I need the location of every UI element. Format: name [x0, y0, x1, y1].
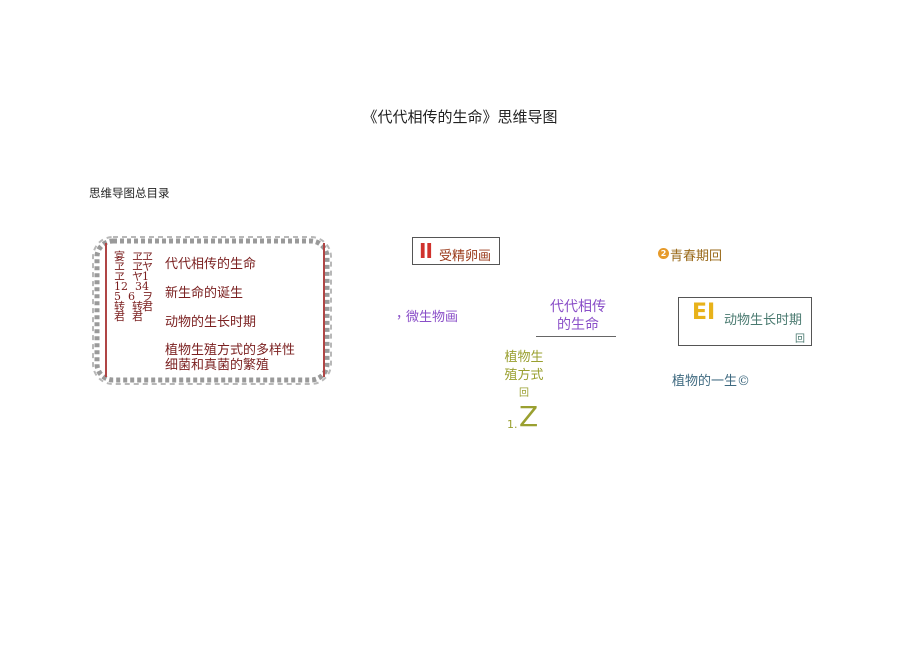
- egg-node-label[interactable]: 受精卵画: [439, 249, 492, 264]
- item-number-label: 1.: [507, 418, 518, 431]
- toc-garbled-numbering-left: 宴 ヱ ヱ ヱ ヱ ヤ 12 3 5 6 转 转 君 君: [114, 250, 143, 323]
- puberty-number-badge: 2: [658, 248, 669, 259]
- puberty-node-label[interactable]: 青春期回: [670, 249, 723, 264]
- center-topic-underline: [536, 336, 616, 337]
- plant-reproduction-line1[interactable]: 植物生: [504, 350, 544, 365]
- toc-garbled-numbering-right: ヱ ヤ 1 4 ヲ 君: [142, 250, 153, 313]
- animal-node-marker: EI: [692, 300, 716, 325]
- plant-reproduction-line3: 回: [519, 388, 529, 399]
- animal-node-label[interactable]: 动物生长时期: [724, 313, 803, 328]
- toc-item-2[interactable]: 新生命的诞生: [165, 286, 244, 301]
- egg-node-box[interactable]: [412, 237, 500, 265]
- toc-item-1[interactable]: 代代相传的生命: [165, 257, 257, 272]
- toc-inner-frame: [105, 243, 325, 377]
- animal-node-box[interactable]: [678, 297, 812, 346]
- toc-scalloped-frame: [92, 236, 332, 385]
- center-topic-line2[interactable]: 的生命: [557, 317, 599, 333]
- animal-node-suffix: 回: [795, 334, 805, 345]
- large-letter-marker: Z: [519, 400, 539, 433]
- microbe-node-prefix: ，: [396, 307, 410, 322]
- toc-item-3[interactable]: 动物的生长时期: [165, 315, 257, 330]
- plant-life-node-label[interactable]: 植物的一生©: [672, 374, 751, 389]
- document-title: 《代代相传的生命》思维导图: [362, 108, 558, 126]
- toc-heading: 思维导图总目录: [89, 186, 170, 200]
- toc-item-4[interactable]: 植物生殖方式的多样性: [165, 343, 296, 358]
- center-topic-line1[interactable]: 代代相传: [550, 299, 606, 315]
- toc-item-5[interactable]: 细菌和真菌的繁殖: [165, 358, 270, 373]
- microbe-node-label[interactable]: 微生物画: [406, 310, 459, 325]
- plant-reproduction-line2[interactable]: 殖方式: [504, 368, 544, 383]
- egg-node-marker: II: [419, 239, 433, 263]
